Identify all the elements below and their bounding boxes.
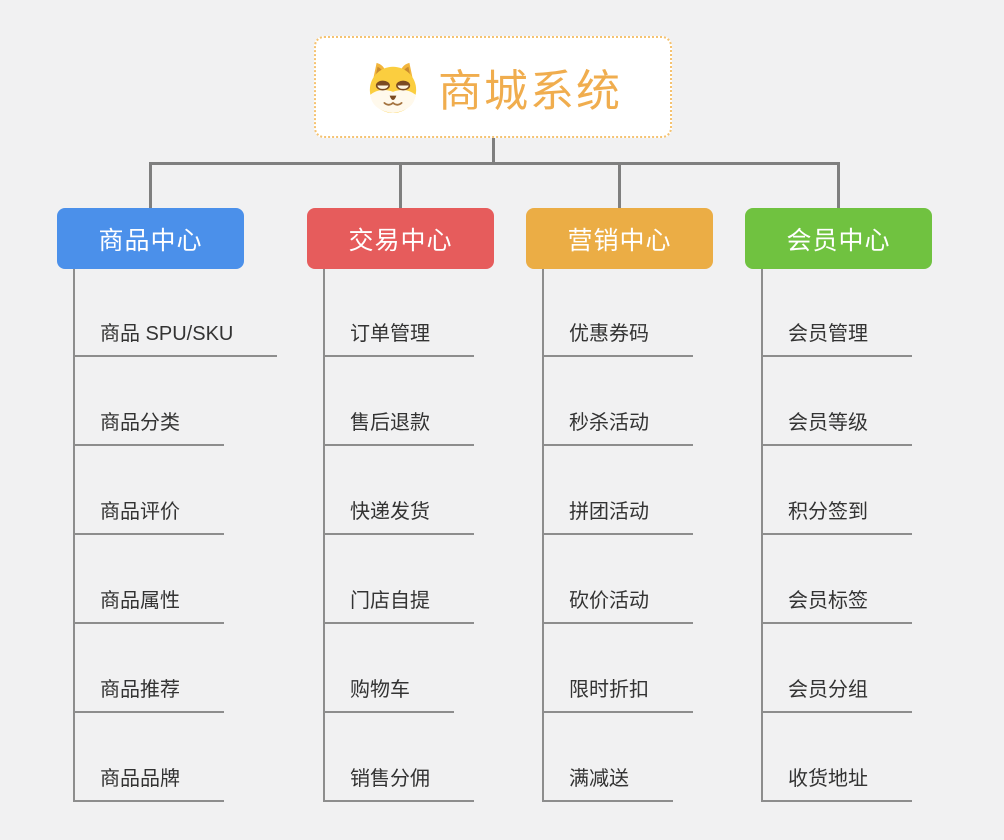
leaf-node-marketing-center-1[interactable]: 秒杀活动 [542,410,693,446]
leaf-node-trade-center-5[interactable]: 销售分佣 [323,766,474,802]
branch-spine-product-center [73,269,75,802]
leaf-node-marketing-center-0[interactable]: 优惠券码 [542,321,693,357]
leaf-node-member-center-3[interactable]: 会员标签 [761,588,912,624]
connector-drop-marketing-center [618,162,621,208]
doge-icon [364,60,422,114]
leaf-node-member-center-0[interactable]: 会员管理 [761,321,912,357]
branch-spine-trade-center [323,269,325,802]
leaf-node-product-center-3[interactable]: 商品属性 [73,588,224,624]
connector-drop-member-center [837,162,840,208]
root-node[interactable]: 商城系统 [314,36,672,138]
branch-node-trade-center[interactable]: 交易中心 [307,208,494,269]
branch-node-marketing-center[interactable]: 营销中心 [526,208,713,269]
connector-drop-trade-center [399,162,402,208]
connector-root-stub [492,136,495,164]
leaf-node-trade-center-0[interactable]: 订单管理 [323,321,474,357]
leaf-node-trade-center-1[interactable]: 售后退款 [323,410,474,446]
leaf-node-trade-center-4[interactable]: 购物车 [323,677,454,713]
leaf-node-member-center-1[interactable]: 会员等级 [761,410,912,446]
leaf-node-product-center-4[interactable]: 商品推荐 [73,677,224,713]
branch-node-product-center[interactable]: 商品中心 [57,208,244,269]
leaf-node-marketing-center-5[interactable]: 满减送 [542,766,673,802]
leaf-node-member-center-2[interactable]: 积分签到 [761,499,912,535]
branch-node-member-center[interactable]: 会员中心 [745,208,932,269]
leaf-node-trade-center-3[interactable]: 门店自提 [323,588,474,624]
leaf-node-product-center-0[interactable]: 商品 SPU/SKU [73,321,278,357]
connector-horizontal-rail [149,162,840,165]
leaf-node-member-center-5[interactable]: 收货地址 [761,766,912,802]
branch-spine-marketing-center [542,269,544,802]
leaf-node-product-center-1[interactable]: 商品分类 [73,410,224,446]
leaf-node-member-center-4[interactable]: 会员分组 [761,677,912,713]
leaf-node-product-center-2[interactable]: 商品评价 [73,499,224,535]
branch-spine-member-center [761,269,763,802]
leaf-node-product-center-5[interactable]: 商品品牌 [73,766,224,802]
connector-drop-product-center [149,162,152,208]
leaf-node-marketing-center-2[interactable]: 拼团活动 [542,499,693,535]
root-title: 商城系统 [438,67,622,116]
leaf-node-trade-center-2[interactable]: 快递发货 [323,499,474,535]
leaf-node-marketing-center-3[interactable]: 砍价活动 [542,588,693,624]
leaf-node-marketing-center-4[interactable]: 限时折扣 [542,677,693,713]
